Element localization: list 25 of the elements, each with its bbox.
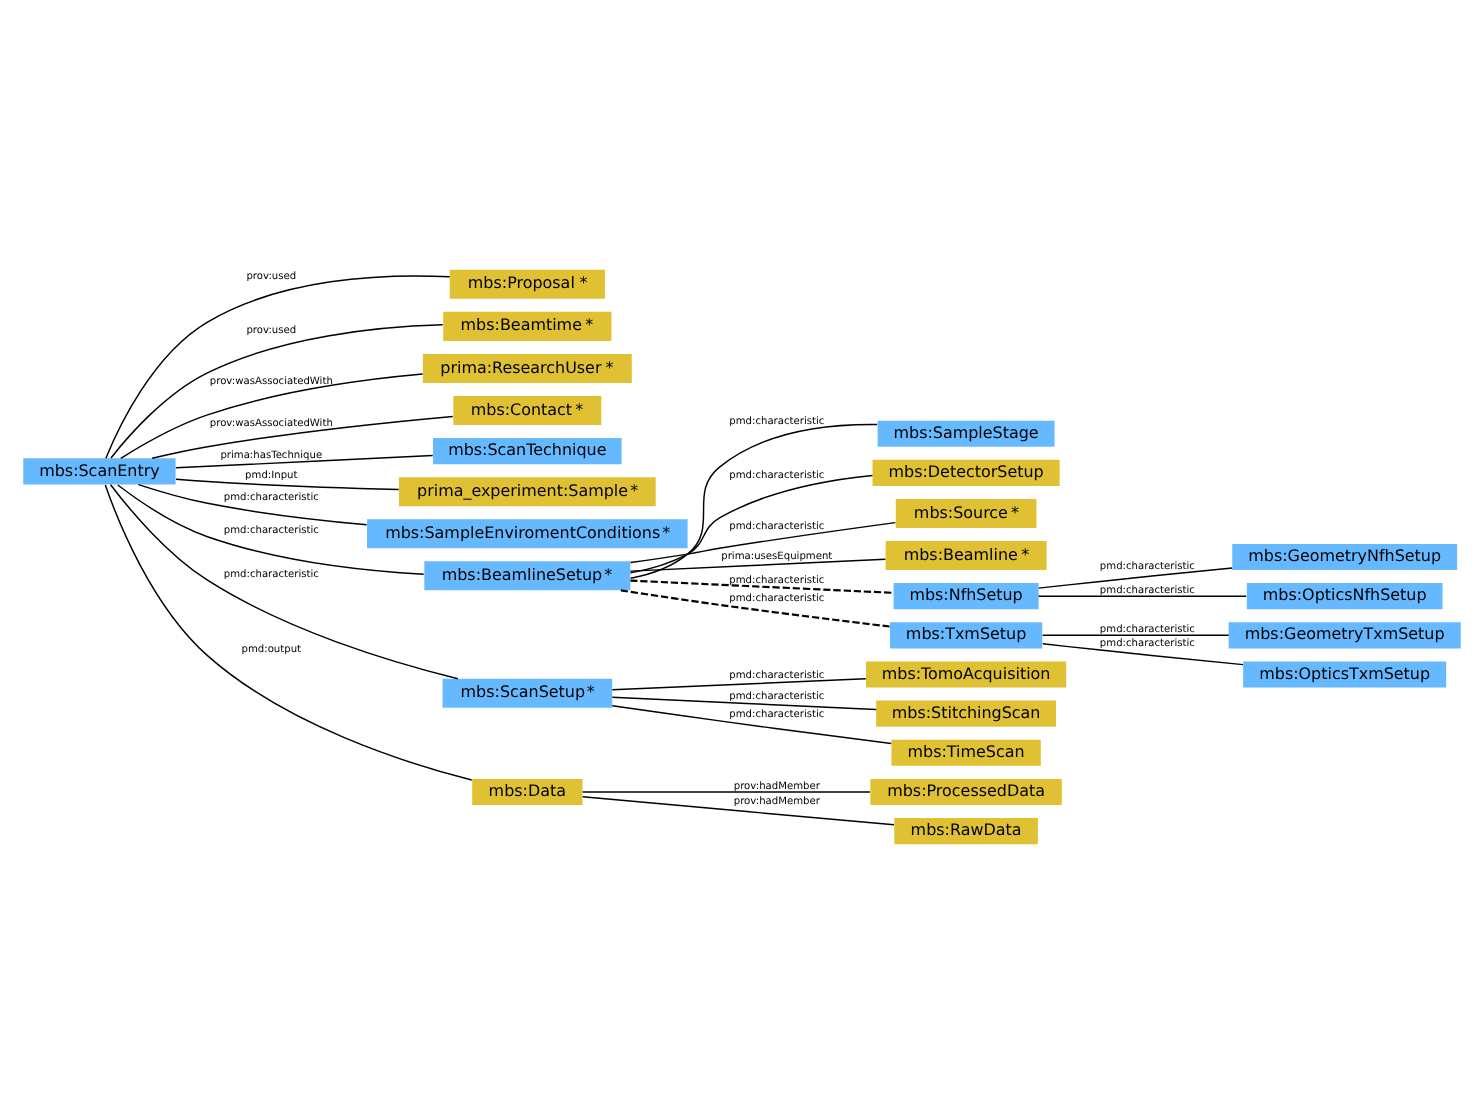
connector [629,557,887,571]
connector [629,520,897,563]
connector [1037,566,1233,588]
connector [109,483,459,679]
connector [175,453,434,468]
connector [1042,642,1244,665]
connector [620,588,890,627]
connector [581,795,895,825]
connector [105,274,451,458]
connector [630,578,894,593]
connector [1041,633,1230,636]
connector [611,677,867,690]
connector [611,703,892,744]
connector [611,695,877,710]
connector [175,477,400,490]
connector [120,372,424,458]
connector [1037,594,1247,596]
connector [104,483,473,780]
connector [117,483,425,574]
connector [630,422,878,578]
connector [151,414,454,459]
connector [137,482,368,525]
connector [629,473,874,573]
connector [110,323,444,458]
connector [581,790,871,792]
